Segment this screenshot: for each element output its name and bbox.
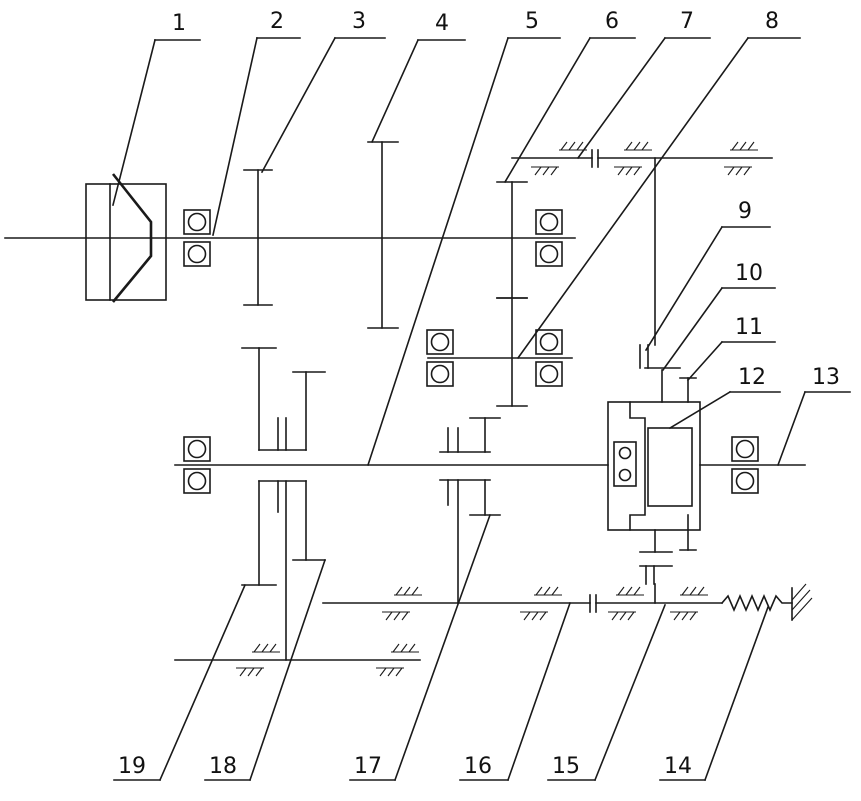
label-15: 15 — [552, 754, 580, 779]
lower-shaft — [323, 584, 722, 620]
label-3: 3 — [352, 9, 366, 34]
label-7: 7 — [680, 9, 694, 34]
label-13: 13 — [812, 365, 840, 390]
label-2: 2 — [270, 9, 284, 34]
label-9: 9 — [738, 199, 752, 224]
planetary-unit — [608, 345, 700, 584]
label-4: 4 — [435, 11, 449, 36]
label-1: 1 — [172, 11, 186, 36]
label-17: 17 — [354, 754, 382, 779]
clutch-17 — [440, 418, 500, 603]
gear-4 — [368, 142, 398, 328]
clutch-pack-left — [242, 348, 325, 660]
label-11: 11 — [735, 315, 763, 340]
top-aux-shaft — [512, 142, 772, 345]
label-12: 12 — [738, 365, 766, 390]
label-8: 8 — [765, 9, 779, 34]
label-18: 18 — [209, 754, 237, 779]
label-10: 10 — [735, 261, 763, 286]
label-6: 6 — [605, 9, 619, 34]
label-16: 16 — [464, 754, 492, 779]
label-14: 14 — [664, 754, 692, 779]
label-19: 19 — [118, 754, 146, 779]
leader-lines — [113, 38, 850, 780]
input-gear-right — [497, 182, 527, 298]
label-5: 5 — [525, 9, 539, 34]
spring-element — [722, 584, 812, 620]
